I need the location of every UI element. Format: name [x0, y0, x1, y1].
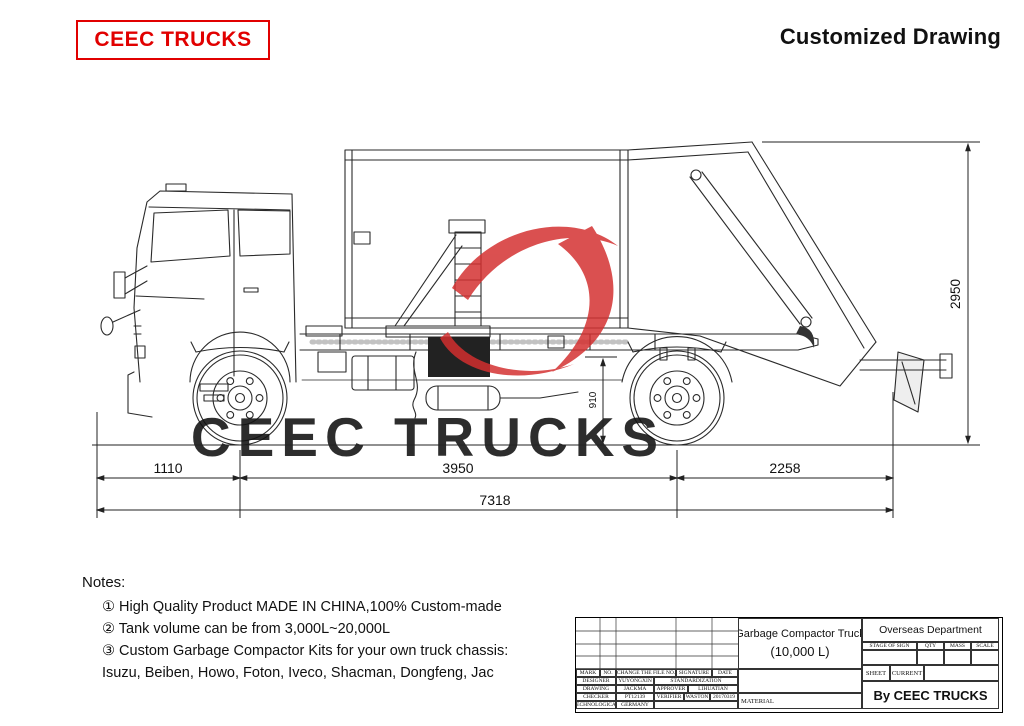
- tb-sheet-label: SHEET: [862, 665, 890, 681]
- tb-capacity: (10,000 L): [770, 644, 830, 659]
- dim-wheelbase-label: 3950: [442, 460, 473, 476]
- tb-signature-header: SIGNATURE: [676, 669, 712, 677]
- tb-empty-cell: [917, 650, 944, 665]
- tb-product-name: Garbage Compactor Truck: [738, 628, 862, 640]
- truck-technical-drawing: CEEC TRUCKS 2950 910 1110 3950 2258 7318: [92, 141, 980, 518]
- note-item: ② Tank volume can be from 3,000L~20,000L: [102, 621, 391, 637]
- truck-cab: [100, 183, 297, 418]
- notes-section: Notes: ① High Quality Product MADE IN CH…: [82, 574, 508, 684]
- dim-frame-label: 910: [588, 391, 599, 408]
- tb-material-label: MATERIAL: [738, 693, 862, 709]
- tb-no-header: NO.: [600, 669, 616, 677]
- revision-grid: [576, 618, 738, 669]
- tb-approver-value: LIHUATIAN: [688, 685, 738, 693]
- brand-box: CEEC TRUCKS: [76, 20, 270, 60]
- brand-swoosh-logo: [440, 226, 618, 376]
- tb-checker-label: CHECKER: [576, 693, 616, 701]
- tb-qty-header: QTY: [917, 642, 944, 650]
- tb-designer-value: YUYONGXIN: [616, 677, 654, 685]
- tb-standardization-label: STANDARDIZATION: [654, 677, 738, 685]
- tb-mass-header: MASS: [944, 642, 971, 650]
- tb-designer-label: DESIGNER: [576, 677, 616, 685]
- tb-empty-cell: [738, 669, 862, 693]
- tb-mark-header: MARK: [576, 669, 600, 677]
- tb-empty-cell: [862, 650, 917, 665]
- tb-drawing-value: JACKMA: [616, 685, 654, 693]
- tb-product-cell: Garbage Compactor Truck (10,000 L): [738, 618, 862, 669]
- brand-logo-text: CEEC TRUCKS: [94, 28, 252, 51]
- titleblock: MARK NO. CHANGE THE FILE NO. SIGNATURE D…: [575, 617, 1003, 713]
- tb-scale-header: SCALE: [971, 642, 999, 650]
- tb-tech-value: GERMANY: [616, 701, 654, 709]
- tb-empty-cell: [944, 650, 971, 665]
- note-item: ① High Quality Product MADE IN CHINA,100…: [102, 599, 502, 615]
- tb-date-header: DATE: [712, 669, 738, 677]
- tb-approver-label: APPROVER: [654, 685, 688, 693]
- tb-tech-label: TECHNOLOGICAL: [576, 701, 616, 709]
- watermark-text: CEEC TRUCKS: [191, 406, 665, 468]
- tb-drawing-label: DRAWING: [576, 685, 616, 693]
- note-item: ③ Custom Garbage Compactor Kits for your…: [102, 643, 509, 659]
- tb-by-ceec: By CEEC TRUCKS: [862, 681, 999, 709]
- tb-empty-cell: [654, 701, 738, 709]
- tb-stage-header: STAGE OF SIGN: [862, 642, 917, 650]
- dim-height-label: 2950: [948, 279, 963, 309]
- rear-loader: [627, 141, 953, 413]
- dim-rear-overhang-label: 2258: [769, 460, 800, 476]
- tb-empty-cell: [924, 665, 999, 681]
- dimension-lines: [92, 141, 980, 518]
- note-item: Isuzu, Beiben, Howo, Foton, Iveco, Shacm…: [102, 665, 494, 681]
- dim-total-length-label: 7318: [479, 492, 510, 508]
- tb-department: Overseas Department: [862, 618, 999, 642]
- tb-verifier-value: WASTON: [684, 693, 710, 701]
- dimension-labels: 2950 910 1110 3950 2258 7318: [153, 279, 963, 508]
- tb-verifier-label: VERIFIER: [654, 693, 684, 701]
- doc-title: Customized Drawing: [779, 24, 1001, 49]
- notes-title: Notes:: [82, 574, 126, 591]
- tb-check-date: 20170319: [710, 693, 738, 701]
- tb-checker-value: PT12139: [616, 693, 654, 701]
- tb-empty-cell: [971, 650, 999, 665]
- dim-front-overhang-label: 1110: [153, 460, 182, 476]
- tb-current-label: CURRENT: [890, 665, 924, 681]
- tb-change-file-header: CHANGE THE FILE NO.: [616, 669, 676, 677]
